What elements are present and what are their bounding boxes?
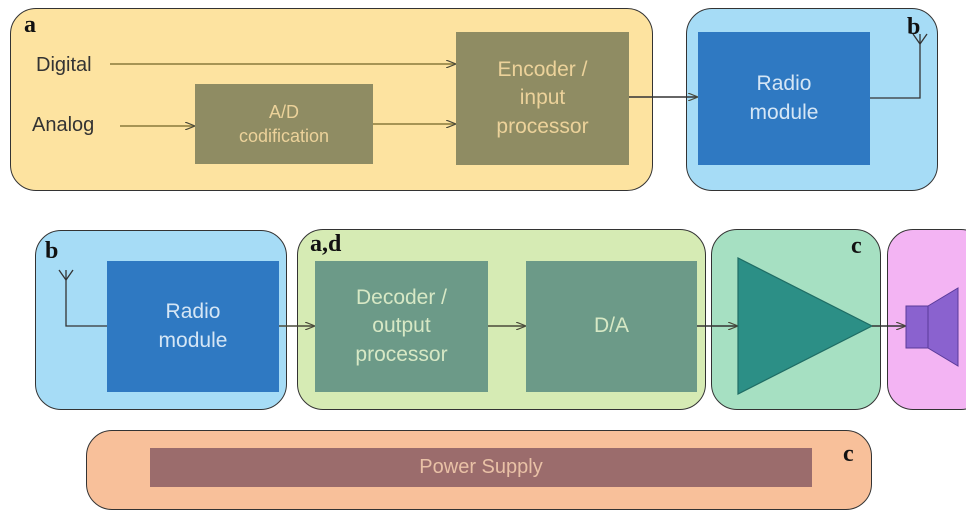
speaker-icon <box>905 287 959 367</box>
encoder-block-line2: input <box>519 86 566 110</box>
panel-tag-c-amp: c <box>851 233 862 259</box>
receive-antenna-icon <box>58 269 107 327</box>
decoder-block-line3: processor <box>355 342 448 366</box>
encoder-block-line1: Encoder / <box>497 57 588 81</box>
panel-tag-c-power: c <box>843 441 854 467</box>
decoder-block-line1: Decoder / <box>355 285 448 309</box>
decoder-block-line2: output <box>372 314 431 338</box>
power-supply-bar: Power Supply <box>150 448 812 487</box>
encoder-input-processor-block: Encoder / input processor <box>456 32 629 165</box>
panel-tag-a-d: a,d <box>310 231 342 257</box>
panel-tag-b-bottom: b <box>45 238 59 264</box>
ad-block-line1: A/D <box>268 101 299 122</box>
encoder-block-line3: processor <box>496 114 589 138</box>
digital-input-label: Digital <box>36 54 92 76</box>
panel-tag-b-top: b <box>907 14 921 40</box>
rx-radio-line2: module <box>158 328 228 352</box>
receiver-radio-module-block: Radio module <box>107 261 279 392</box>
da-block-label: D/A <box>593 314 629 338</box>
power-supply-label: Power Supply <box>419 456 543 478</box>
ad-block-line2: codification <box>238 126 330 146</box>
analog-input-label: Analog <box>32 114 95 136</box>
transmit-antenna-icon <box>870 33 928 99</box>
panel-tag-a: a <box>24 12 36 38</box>
tx-radio-line1: Radio <box>756 72 812 96</box>
amplifier-triangle-icon <box>737 257 874 395</box>
rx-radio-line1: Radio <box>165 300 221 324</box>
transmitter-radio-module-block: Radio module <box>698 32 870 165</box>
da-converter-block: D/A <box>526 261 697 392</box>
tx-radio-line2: module <box>749 100 819 124</box>
decoder-output-processor-block: Decoder / output processor <box>315 261 488 392</box>
ad-codification-block: A/D codification <box>195 84 373 164</box>
